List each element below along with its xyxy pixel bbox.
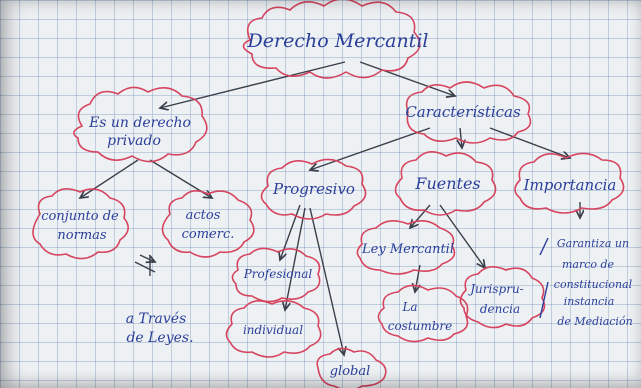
cloud-conjunto (32, 188, 129, 260)
importancia-desc-line1: Garantiza un (557, 237, 629, 250)
node-conjunto-line2: normas (57, 228, 106, 243)
connector-arrows (80, 61, 580, 355)
arrow-car-progresivo (310, 127, 431, 170)
arrow-car-importancia (489, 127, 570, 158)
arrow-privado-conjunto (80, 159, 139, 198)
node-actos-line1: actos (186, 208, 221, 223)
node-fuentes: Fuentes (414, 174, 480, 193)
node-progresivo: Progresivo (272, 180, 355, 198)
arrow-to-traves (134, 255, 155, 276)
cloud-progresivo (260, 158, 367, 220)
node-traves-line2: de Leyes. (126, 330, 193, 346)
node-importancia: Importancia (523, 176, 617, 194)
arrow-prog-global (309, 207, 344, 355)
node-conjunto-line1: conjunto de (41, 209, 119, 224)
cloud-costumbre (377, 284, 469, 343)
node-traves-line1: a Través (126, 311, 187, 327)
cloud-global (316, 347, 387, 388)
importancia-desc-line5: de Mediación (557, 315, 632, 328)
node-global: global (330, 364, 371, 379)
node-jurisprudencia-line2: dencia (480, 302, 520, 316)
cloud-actos (161, 190, 255, 258)
arrow-ley-costumbre (415, 264, 421, 292)
cloud-importancia (514, 152, 625, 214)
cloud-root (242, 0, 421, 79)
cloud-fuentes (394, 151, 497, 216)
cloud-profesional (231, 247, 321, 303)
arrow-prog-profesional (280, 204, 301, 260)
node-privado-line2: privado (107, 133, 161, 149)
node-costumbre-line2: costumbre (388, 319, 453, 333)
cloud-individual (225, 300, 322, 358)
node-jurisprudencia-line1: Jurispru- (467, 282, 523, 296)
cloud-ley (356, 220, 456, 275)
cloud-outlines (32, 0, 625, 388)
node-costumbre-line1: La (401, 300, 417, 314)
node-privado-line1: Es un derecho (88, 115, 191, 131)
arrow-root-privado (160, 61, 346, 108)
cloud-jurisprudencia (459, 266, 546, 329)
node-root: Derecho Mercantil (247, 30, 429, 52)
importancia-bracket (539, 237, 549, 319)
cloud-caracteristicas (405, 81, 532, 144)
arrow-prog-individual (285, 207, 306, 310)
node-actos-line2: comerc. (182, 227, 235, 242)
node-caracteristicas: Características (405, 103, 521, 121)
cloud-privado (73, 86, 208, 163)
node-ley-mercantil: Ley Mercantil (361, 242, 454, 257)
importancia-desc-line3: constitucional (554, 278, 633, 291)
arrow-fuentes-juris (439, 204, 485, 268)
arrow-car-fuentes (460, 127, 462, 148)
arrow-root-caracteristicas (359, 61, 455, 96)
node-profesional: Profesional (243, 267, 313, 281)
node-individual: individual (243, 323, 303, 337)
arrow-fuentes-ley (410, 204, 431, 228)
importancia-desc-line4: instancia (564, 295, 615, 308)
importancia-desc-line2: marco de (562, 258, 615, 271)
